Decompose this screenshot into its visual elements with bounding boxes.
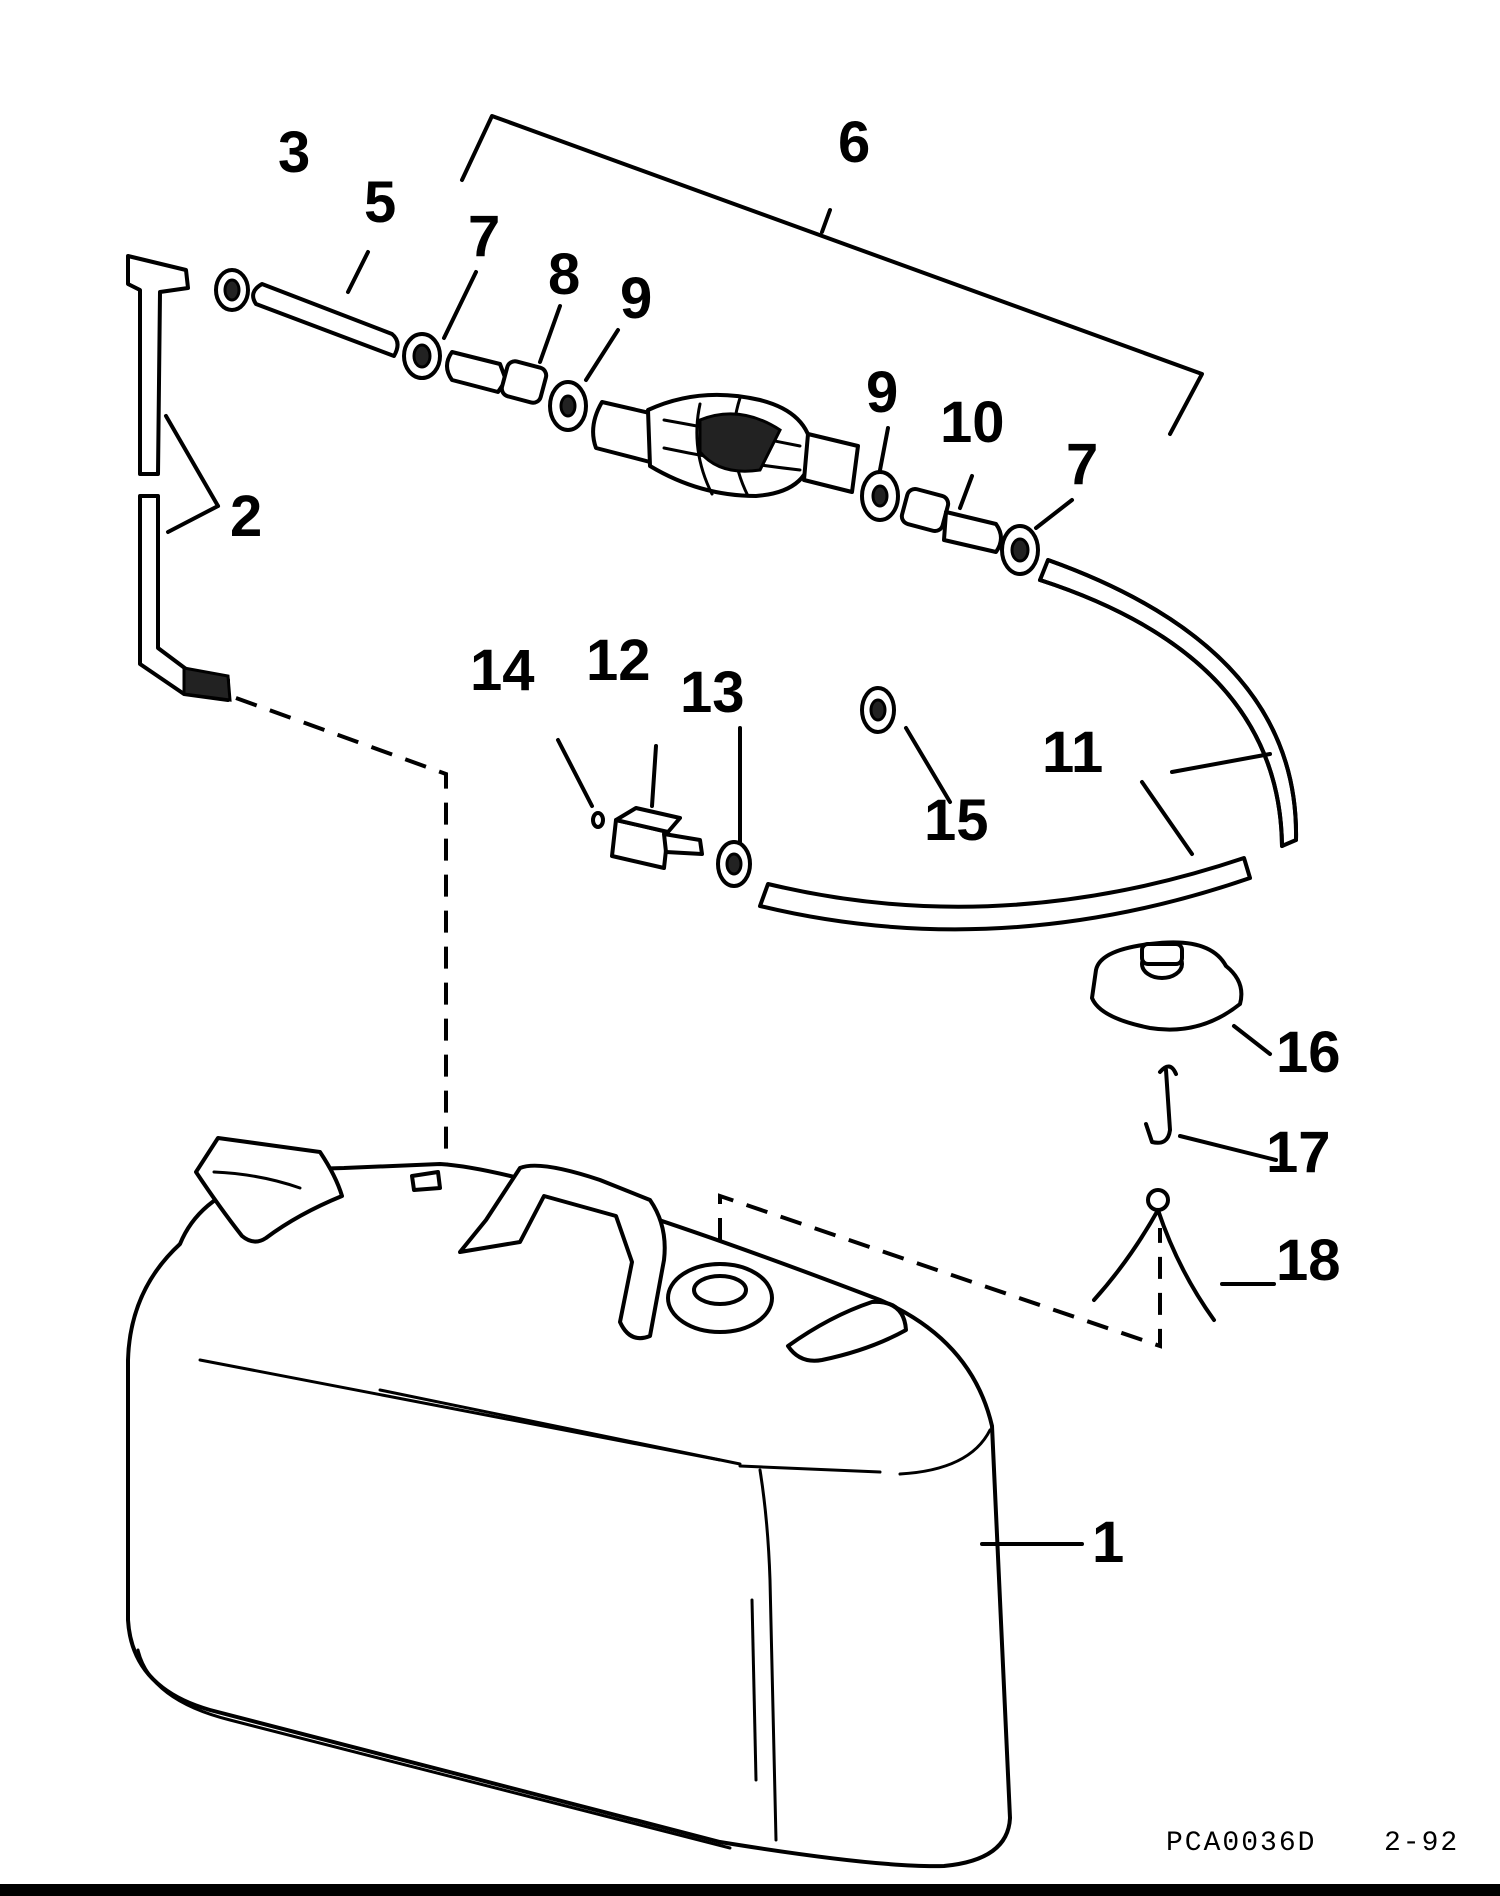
callout-16: 16 xyxy=(1276,1020,1341,1085)
callout-2: 2 xyxy=(230,484,262,549)
check-valve-9-right xyxy=(860,426,900,522)
assembly-dashed-lines xyxy=(235,696,1162,1349)
check-valve-9-left xyxy=(548,328,620,432)
callout-9-right: 9 xyxy=(866,360,898,425)
pickup-tube-2 xyxy=(126,254,232,702)
callout-3: 3 xyxy=(278,120,310,185)
date-code: 2-92 xyxy=(1384,1828,1459,1859)
callout-11: 11 xyxy=(1042,720,1103,785)
callout-12: 12 xyxy=(586,628,651,693)
callout-6: 6 xyxy=(838,110,870,175)
callout-10: 10 xyxy=(940,390,1005,455)
hose-5 xyxy=(251,250,400,358)
callout-7-left: 7 xyxy=(468,204,500,269)
fitting-8 xyxy=(445,304,562,405)
assembly-bracket-6 xyxy=(460,114,1204,436)
callout-17: 17 xyxy=(1266,1120,1331,1185)
callout-1: 1 xyxy=(1092,1510,1124,1575)
callout-8: 8 xyxy=(548,242,580,307)
clamp-3 xyxy=(214,268,250,312)
clamp-7-left xyxy=(402,270,478,380)
drawing-code: PCA0036D xyxy=(1166,1828,1316,1859)
clamp-7-right xyxy=(1000,498,1074,576)
callout-18: 18 xyxy=(1276,1228,1341,1293)
footer: PCA0036D 2-92 xyxy=(0,1828,1500,1896)
primer-bulb xyxy=(591,392,860,498)
bottom-rule xyxy=(0,1884,1500,1896)
hook-17 xyxy=(1144,1064,1278,1162)
callout-9-left: 9 xyxy=(620,266,652,331)
connector-12 xyxy=(610,744,704,870)
callout-13: 13 xyxy=(680,660,745,725)
clamp-13 xyxy=(716,726,752,888)
clip-15 xyxy=(860,686,952,804)
tether-18 xyxy=(1092,1188,1276,1322)
fuel-hose-11 xyxy=(758,558,1299,932)
callout-14: 14 xyxy=(470,638,535,703)
callout-15: 15 xyxy=(924,788,989,853)
filler-cap-16 xyxy=(1090,940,1272,1056)
o-ring-14 xyxy=(556,738,605,829)
fuel-tank-1 xyxy=(126,1136,1084,1869)
callout-7-right: 7 xyxy=(1066,432,1098,497)
callout-5: 5 xyxy=(364,170,396,235)
fitting-10 xyxy=(899,474,1003,554)
callout-labels: 1 2 3 5 6 7 8 9 9 10 7 14 12 13 11 15 16… xyxy=(230,110,1341,1575)
